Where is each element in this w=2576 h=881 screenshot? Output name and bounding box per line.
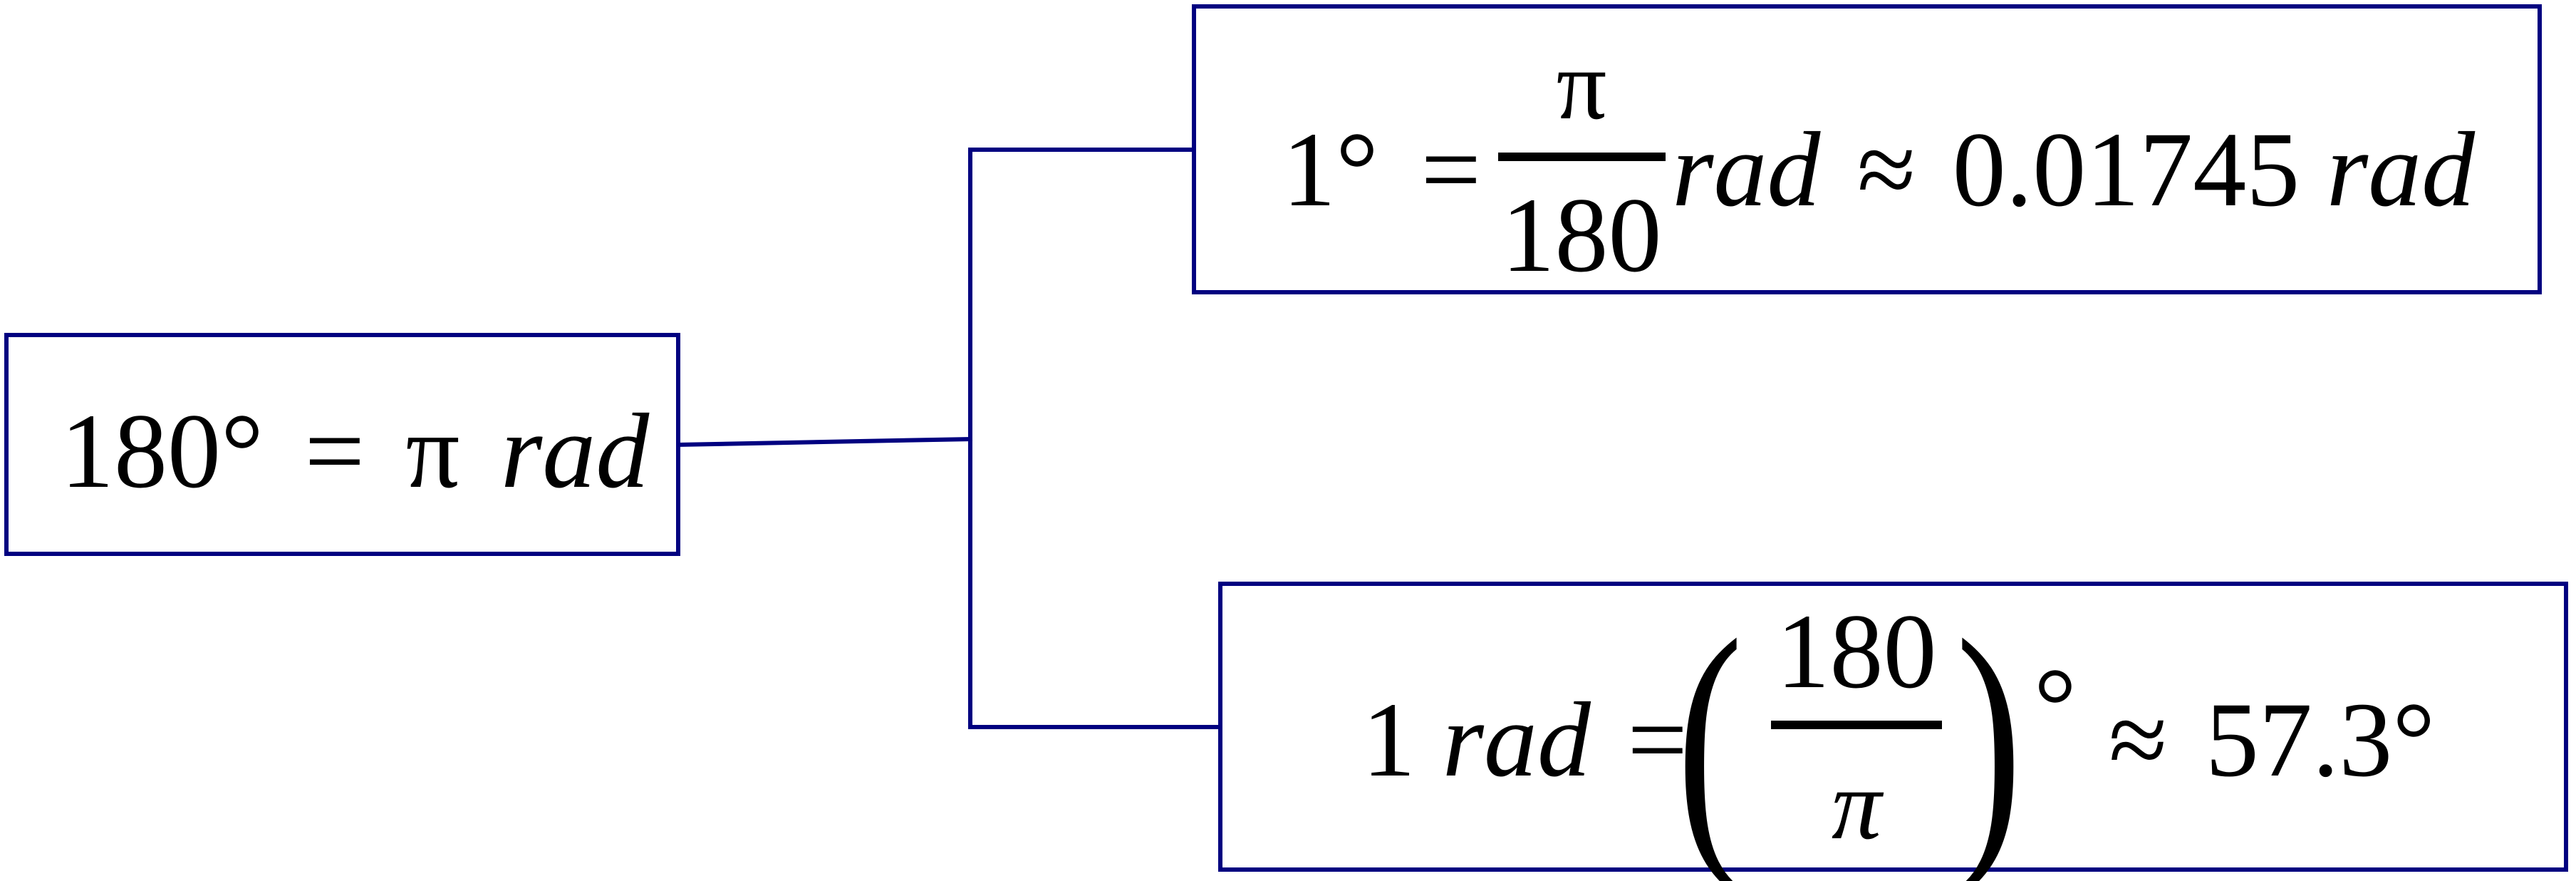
radian-numerator: 180 <box>1777 592 1937 711</box>
root-lhs: 180° <box>61 392 264 510</box>
radian-equals: = <box>1627 681 1688 799</box>
degree-value-unit: rad <box>2327 110 2476 229</box>
radian-unit: rad <box>1443 681 1591 799</box>
degree-denominator: 180 <box>1502 176 1662 294</box>
radian-lhs-group: 1 rad = <box>1362 681 1688 799</box>
radian-value: 57.3° <box>2206 681 2436 799</box>
radian-rhs-group: ≈ 57.3° <box>2109 681 2435 799</box>
radian-denominator: π <box>1832 750 1884 860</box>
degree-value: 0.01745 <box>1953 110 2300 229</box>
degree-numerator: π <box>1557 30 1607 140</box>
radian-right-paren: ) <box>1956 581 2022 881</box>
degree-approx: ≈ <box>1857 110 1916 229</box>
degree-rhs-group: rad ≈ 0.01745 rad <box>1672 110 2476 229</box>
radian-one: 1 <box>1362 681 1416 799</box>
degree-to-radian-box: 1° = π 180 rad ≈ 0.01745 rad <box>1192 4 2542 294</box>
root-box: 180° = π rad <box>4 333 680 556</box>
radian-fraction-bar <box>1771 721 1942 729</box>
root-equals: = <box>305 392 365 510</box>
degree-equals: = <box>1421 110 1482 229</box>
degree-box-frame <box>1192 4 2542 294</box>
connector-root-trunk <box>675 436 973 448</box>
radian-to-degree-box: 1 rad = ( 180 π ) ° ≈ 57.3° <box>1218 581 2568 881</box>
root-box-frame <box>4 333 680 556</box>
degree-lhs-group: 1° = <box>1282 110 1481 229</box>
degree-unit: rad <box>1672 110 1821 229</box>
degree-lhs: 1° <box>1282 110 1378 229</box>
root-unit: rad <box>501 392 650 510</box>
radian-degree-sign: ° <box>2034 646 2077 765</box>
radian-left-paren: ( <box>1676 581 1743 881</box>
root-formula: 180° = π rad <box>61 392 650 510</box>
connectors <box>675 148 1222 729</box>
root-pi: π <box>406 392 460 510</box>
degree-fraction-bar <box>1498 153 1666 161</box>
radian-approx: ≈ <box>2109 681 2167 799</box>
